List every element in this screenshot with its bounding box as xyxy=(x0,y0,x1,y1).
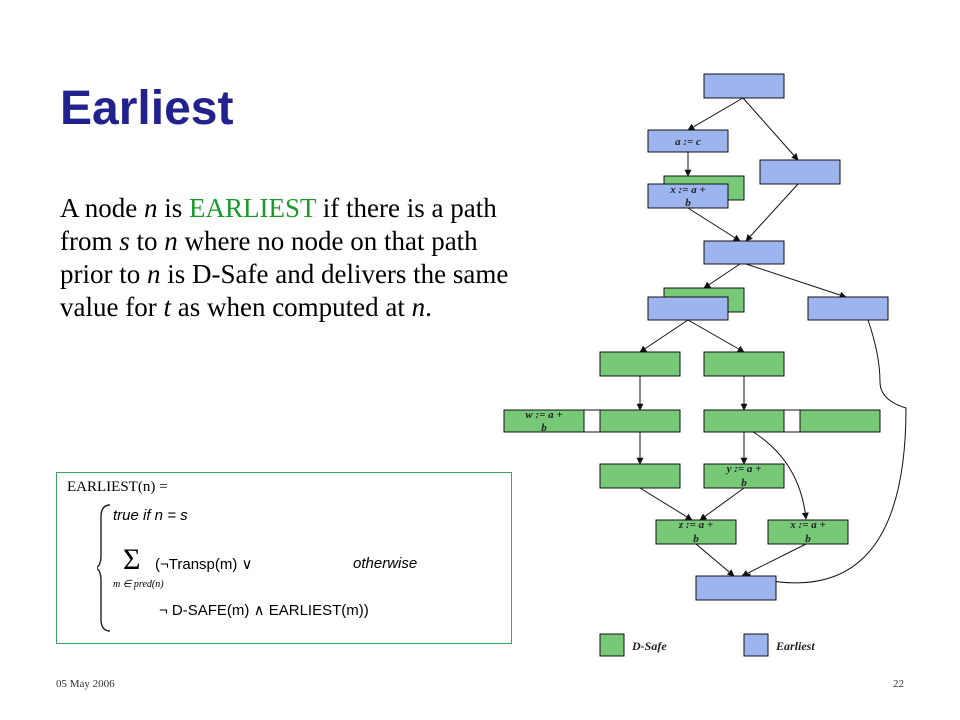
def-var-t: t xyxy=(163,292,171,322)
label-w-line2: b xyxy=(541,422,547,434)
def-var-n: n xyxy=(164,226,178,256)
label-x2-line1: x := a + xyxy=(789,519,825,531)
label-z-line2: b xyxy=(693,533,699,545)
node-right-top xyxy=(759,159,841,185)
label-a-eq-c: a := c xyxy=(675,136,701,148)
node-branch-right xyxy=(703,351,785,377)
def-var-n: n xyxy=(411,292,426,322)
def-text-4: to xyxy=(129,226,165,256)
label-x1-line2: b xyxy=(685,197,691,209)
def-text-2: is xyxy=(157,193,190,223)
legend-earliest-swatch xyxy=(743,633,769,657)
label-y-line2: b xyxy=(741,477,747,489)
slide-title: Earliest xyxy=(60,82,234,135)
def-text-8: . xyxy=(425,292,432,322)
node-left-mid xyxy=(599,409,681,433)
edge-start-to-right xyxy=(742,97,799,161)
edge-to-branch-right xyxy=(687,319,745,353)
footer-page-number: 22 xyxy=(893,678,904,690)
sigma-icon: Σ xyxy=(123,543,141,576)
formula-case-dsafe: ¬ D-SAFE(m) ∧ EARLIEST(m)) xyxy=(159,602,369,619)
edge-merge-to-right2 xyxy=(745,263,847,299)
node-gap-left xyxy=(583,409,601,433)
def-text-3: if there is a path from xyxy=(60,193,497,256)
edge-to-branch-left xyxy=(639,319,689,353)
def-var-n: n xyxy=(144,193,158,223)
node-merge xyxy=(703,240,785,265)
label-x2-line2: b xyxy=(805,533,811,545)
node-far-right xyxy=(799,409,881,433)
edge-bottom-to-z xyxy=(639,487,693,521)
graph-edges xyxy=(636,97,907,584)
label-w-line1: w := a + xyxy=(525,409,562,421)
node-right-mid xyxy=(703,409,785,433)
edge-right-to-merge xyxy=(745,183,799,242)
node-branch-left xyxy=(599,351,681,377)
node-a-eq-c xyxy=(647,129,729,153)
legend: D-Safe Earliest xyxy=(599,633,815,657)
formula-case-true: true if n = s xyxy=(113,507,188,524)
def-text-5: where no node on that path prior to xyxy=(60,226,478,289)
footer-date: 05 May 2006 xyxy=(56,678,115,690)
label-z-line1: z := a + xyxy=(678,519,713,531)
def-earliest-keyword: EARLIEST xyxy=(189,193,317,223)
formula-sum-subscript: m ∈ pred(n) xyxy=(113,579,164,590)
edge-z-to-end xyxy=(695,543,735,577)
node-x1-earliest xyxy=(647,183,729,209)
edge-x2-to-end xyxy=(741,543,807,577)
formula-box: EARLIEST(n) = true if n = s Σ (¬Transp(m… xyxy=(56,472,512,644)
formula-case-otherwise: otherwise xyxy=(353,555,418,572)
def-text-6: is D-Safe and delivers the same value fo… xyxy=(60,259,509,322)
edge-merge-to-left xyxy=(703,263,741,289)
def-var-n: n xyxy=(147,259,161,289)
node-right2 xyxy=(807,296,889,321)
node-mid-earliest xyxy=(647,296,729,321)
formula-brace-icon xyxy=(97,504,111,632)
node-y xyxy=(703,463,785,489)
def-text-1: A node xyxy=(60,193,144,223)
edge-curve-to-x2 xyxy=(749,429,809,520)
graph-nodes xyxy=(503,73,889,601)
edge-start-to-a xyxy=(687,97,744,131)
edge-y-to-z xyxy=(699,487,745,521)
node-start xyxy=(703,73,785,99)
label-y-line1: y := a + xyxy=(725,463,762,475)
node-z xyxy=(655,519,737,545)
formula-case-transp: (¬Transp(m) ∨ xyxy=(155,556,253,573)
def-text-7: as when computed at xyxy=(170,292,412,322)
legend-earliest-label: Earliest xyxy=(775,639,815,653)
formula-head: EARLIEST(n) = xyxy=(67,479,168,495)
edge-right-loop-to-end xyxy=(743,319,907,584)
node-x2 xyxy=(767,519,849,545)
definition-text: A node n is EARLIEST if there is a path … xyxy=(60,192,510,324)
edge-x1-to-merge xyxy=(687,207,741,242)
node-gap-right xyxy=(783,409,801,433)
node-labels: a := c x := a + b w := a + b y := a + b … xyxy=(525,136,825,545)
node-end xyxy=(695,575,777,601)
label-x1-line1: x := a + xyxy=(669,184,705,196)
legend-dsafe-swatch xyxy=(599,633,625,657)
node-left-bottom xyxy=(599,463,681,489)
legend-dsafe-label: D-Safe xyxy=(631,639,667,653)
def-var-s: s xyxy=(119,226,130,256)
